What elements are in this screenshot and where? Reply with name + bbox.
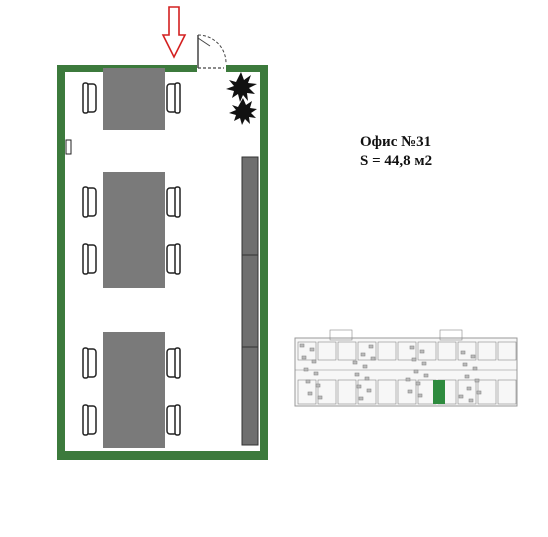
plant-icon xyxy=(226,72,257,125)
desk-3 xyxy=(103,332,165,448)
chairs xyxy=(82,82,181,436)
wall-socket xyxy=(65,139,72,155)
chair-icon xyxy=(82,186,97,218)
door-swing-icon xyxy=(197,34,227,69)
chair-icon xyxy=(166,186,181,218)
wall-left xyxy=(57,65,65,460)
wall-top-right xyxy=(226,65,268,72)
chair-icon xyxy=(166,404,181,436)
chair-icon xyxy=(166,243,181,275)
chair-icon xyxy=(166,82,181,114)
building-overview-map xyxy=(294,329,518,407)
cabinet-3 xyxy=(241,346,259,446)
wall-bottom xyxy=(57,451,268,460)
cabinets xyxy=(241,156,259,446)
overview-highlight xyxy=(433,380,445,404)
chair-icon xyxy=(82,243,97,275)
chair-icon xyxy=(82,82,97,114)
cabinet-2 xyxy=(241,254,259,348)
cabinet-1 xyxy=(241,156,259,256)
desk-2 xyxy=(103,172,165,288)
office-area: S = 44,8 м2 xyxy=(360,153,433,169)
office-info: Офис №31 S = 44,8 м2 xyxy=(360,133,432,171)
office-title: Офис №31 xyxy=(360,134,432,150)
desk-1 xyxy=(103,68,165,130)
chair-icon xyxy=(82,404,97,436)
desks xyxy=(103,68,165,448)
overview-outline xyxy=(294,337,518,407)
wall-right xyxy=(260,65,268,460)
down-arrow-icon xyxy=(161,6,187,59)
chair-icon xyxy=(166,347,181,379)
chair-icon xyxy=(82,347,97,379)
